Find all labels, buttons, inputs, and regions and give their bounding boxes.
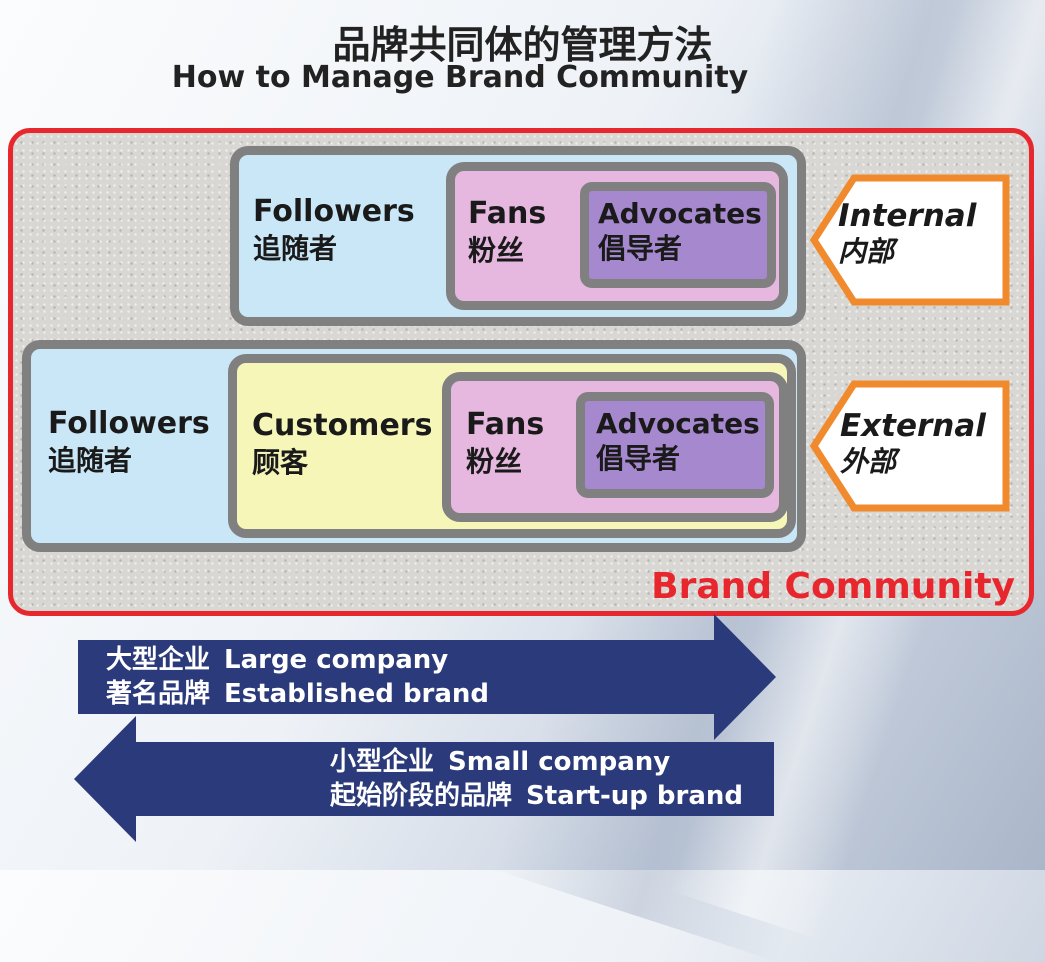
internal-advocates-cn: 倡导者 (598, 232, 683, 265)
internal-fans-en: Fans (468, 196, 547, 231)
internal-advocates-label: Advocates 倡导者 (598, 196, 762, 266)
external-advocates-en: Advocates (596, 407, 760, 440)
internal-tag-text: Internal 内部 (838, 198, 976, 269)
arrow-left-shape (74, 716, 774, 842)
page-title-english: How to Manage Brand Community (171, 60, 749, 95)
internal-followers-cn: 追随者 (253, 231, 338, 265)
internal-tag-cn: 内部 (838, 235, 895, 269)
arrow-right-line2-cn: 著名品牌 (106, 678, 211, 709)
arrow-right-line2-en: Established brand (224, 678, 490, 709)
external-fans-en: Fans (466, 407, 545, 442)
arrow-left-small-company: 小型企业 Small company 起始阶段的品牌 Start-up brand (74, 716, 774, 842)
external-fans-label: Fans 粉丝 (466, 406, 544, 479)
arrow-right-line1-en: Large company (224, 645, 449, 675)
internal-followers-label: Followers 追随者 (253, 193, 415, 266)
arrow-left-line2-cn: 起始阶段的品牌 (330, 780, 513, 811)
external-tag: External 外部 (808, 378, 1012, 514)
external-advocates-cn: 倡导者 (596, 442, 681, 475)
arrow-right-line1-cn: 大型企业 (106, 645, 211, 675)
arrow-left-line2-en: Start-up brand (526, 780, 744, 811)
external-tag-cn: 外部 (840, 445, 897, 479)
external-tag-text: External 外部 (840, 408, 986, 479)
external-customers-cn: 顾客 (252, 445, 309, 479)
internal-followers-en: Followers (253, 194, 415, 229)
internal-advocates-box (580, 182, 776, 288)
internal-tag-en: Internal (838, 198, 977, 234)
arrow-right-large-company: 大型企业 Large company 著名品牌 Established brand (78, 614, 778, 740)
external-customers-en: Customers (252, 408, 433, 443)
internal-fans-label: Fans 粉丝 (468, 195, 546, 268)
arrow-right-shape (78, 614, 776, 740)
external-advocates-label: Advocates 倡导者 (596, 406, 760, 476)
external-advocates-box (576, 392, 774, 498)
internal-fans-cn: 粉丝 (468, 233, 525, 267)
arrow-left-text: 小型企业 Small company 起始阶段的品牌 Start-up brand (330, 746, 743, 814)
arrow-right-text: 大型企业 Large company 著名品牌 Established brand (106, 644, 489, 712)
internal-advocates-en: Advocates (598, 197, 762, 230)
external-customers-label: Customers 顾客 (252, 407, 432, 480)
external-tag-shape (809, 380, 1010, 512)
external-fans-cn: 粉丝 (466, 444, 523, 478)
brand-community-label: Brand Community (651, 566, 1015, 607)
external-followers-cn: 追随者 (48, 443, 133, 477)
arrow-left-line1-cn: 小型企业 (330, 747, 435, 777)
external-followers-en: Followers (48, 406, 210, 441)
external-tag-en: External (840, 408, 986, 444)
arrow-left-line1-en: Small company (448, 747, 671, 777)
internal-tag: Internal 内部 (808, 172, 1012, 308)
external-followers-label: Followers 追随者 (48, 405, 210, 478)
page-title-chinese: 品牌共同体的管理方法 (332, 23, 713, 67)
internal-tag-shape (809, 174, 1010, 306)
